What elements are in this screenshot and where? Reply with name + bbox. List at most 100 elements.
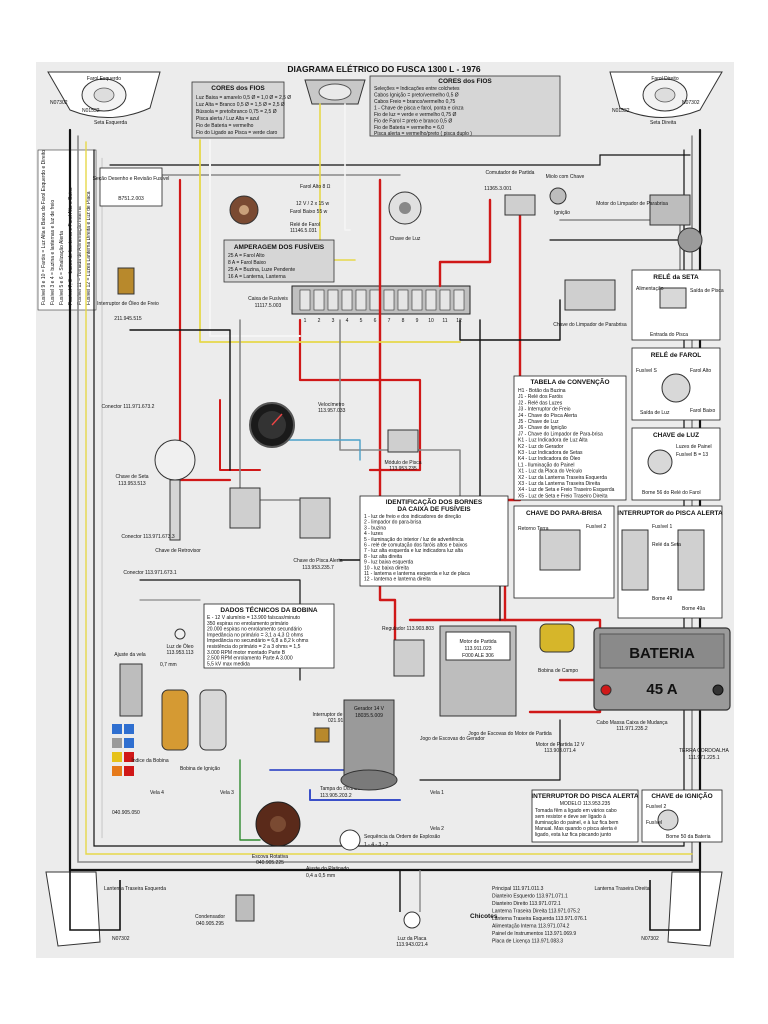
fuse-number: 8 [402, 318, 405, 324]
coil-data-title: DADOS TÉCNICOS DA BOBINA [220, 605, 318, 614]
spark-plug-gap: 0,7 mm [160, 662, 177, 668]
brake-fluid-switch: Interruptor de Óleo de Freio 211.945.515 [97, 267, 159, 322]
hazard-interrupt-item: Borne 49a [682, 606, 705, 612]
wire-colors-2-line: Cabos Ignição = preto/vermelho 0,5 Ø [374, 93, 459, 99]
fuse-number: 3 [332, 318, 335, 324]
harness-list: Chicotes Principal 111.971.011.3 Diantei… [470, 886, 587, 945]
ignition-switch-label: Comutador de Partida [486, 170, 535, 176]
flasher-module: Módulo de Pisca 113.953.235 [385, 429, 422, 472]
fuse-identification-item: 3 - buzina [364, 525, 386, 531]
convention-table: TABELA de CONVENÇÃO H1 - Botão da Buzina… [513, 375, 627, 501]
right-headlight-label: Farol Direito [651, 76, 678, 82]
distributor-cap-top [229, 195, 259, 225]
headlight-relay-item: Saída de Luz [640, 410, 670, 416]
connector-label: Conector 113.971.673.3 [121, 534, 175, 540]
fuse [313, 289, 325, 311]
fuse-number: 1 [304, 318, 307, 324]
rotor-code: 040.905.225 [256, 860, 284, 866]
fuse-amperage-line: 16 A = Lanterna, Lanterna [228, 274, 286, 280]
fuse-identification-item: 2 - limpador do para-brisa [364, 520, 421, 526]
windshield-switch-box: CHAVE DO PARA-BRISA Fusível 2 Retorno Te… [513, 505, 615, 599]
side-note: Fusível 5 e 6 = Sinalização Alerta [59, 231, 65, 305]
high-beam-label-group: Farol Alto 8 Ω 12 V / 2 x 15 w Farol Bai… [290, 184, 331, 234]
right-tail-light-label: Lanterna Traseira Direita [594, 886, 649, 892]
spark-plug-label: Vela 1 [430, 790, 444, 796]
fuse [341, 289, 353, 311]
left-tail-light: Lanterna Traseira Esquerda N07302 [45, 871, 166, 947]
convention-item: H1 - Botão da Buzina [518, 388, 566, 394]
wire-colors-2-line: Fio de Farol = preto e branco 0,5 Ø [374, 119, 452, 125]
harness-item: Placa de Licença 113.971.083.3 [492, 939, 563, 945]
starter-motor-code: 113.911.023 [464, 646, 491, 652]
starter-cable: Motor de Partida 12 V 113.903.071.4 [536, 742, 585, 754]
rear-harness [69, 870, 701, 931]
harness-item: Alimentação Interna 113.971.074.2 [492, 924, 570, 930]
convention-title: TABELA de CONVENÇÃO [530, 377, 609, 386]
condenser-code: 040.905.295 [196, 921, 224, 927]
hazard-interrupt-item: Relé da Seta [652, 542, 681, 548]
fuse-service-box: Seção Desenho e Revisão Fusível B751.2.0… [93, 167, 169, 207]
spark-plug-code: 040.905.050 [112, 810, 140, 816]
wire-colors-line: Pisca alerta / Luz Alta = azul [196, 116, 259, 122]
fuse-box-label: Caixa de Fusíveis [248, 296, 288, 302]
wire-colors-2-line: Fio de Bateria = vermelho = 6,0 [374, 125, 444, 131]
battery-cable-code: 111.971.235.2 [616, 726, 647, 732]
side-note: Fusível 3 e 4 = buzina e lanternas e luz… [50, 200, 56, 305]
harness-item: Painel de Instrumentos 113.971.069.9 [492, 931, 576, 937]
headlight-relay-title: RELÉ de FAROL [651, 350, 702, 359]
fuse [453, 289, 465, 311]
ignition-coils: Bobina de Ignição [161, 689, 227, 772]
battery-cable: Cabo Massa Caixa de Mudança 111.971.235.… [596, 720, 667, 732]
turn-signal-switch: Chave de Seta 113.953.513 Chave de Retro… [115, 439, 201, 554]
fuse-number: 4 [346, 318, 349, 324]
turn-signal-switch-code: 113.953.513 [118, 481, 146, 487]
fuse-number: 12 [456, 318, 462, 324]
starter-motor-label: Motor de Partida [460, 639, 497, 645]
convention-item: J1 - Relé dos Faróis [518, 394, 563, 400]
spark-plug-adjust: Ajuste da vela 0,7 mm [114, 652, 177, 717]
fuse [383, 289, 395, 311]
fuse-number: 6 [374, 318, 377, 324]
starter-cable-code: 113.903.071.4 [544, 748, 576, 754]
side-note: Fusível 9 e 10 = Faróis = Luz Alta e Bai… [41, 150, 47, 305]
coil-label: Bobina de Ignição [180, 766, 220, 772]
fuse-identification-item: 6 - relé de comutação dos faróis altos e… [364, 543, 468, 549]
points-adjust: Ajuste do Platinado 0,4 a 0,5 mm [306, 866, 349, 879]
wire-colors-2-line: Pisca alerta = vermelho/preto ( pisca du… [374, 131, 472, 137]
hazard-info-line: iluminação do painel, e à luz fica bem [535, 820, 618, 826]
wiper-motor: Motor do Limpador de Parabrisa [596, 194, 703, 253]
ignition-switch: Comutador de Partida 11365.3.001 [484, 170, 536, 216]
light-switch-label: Chave de Luz [390, 236, 421, 242]
distributor-cap-code: 113.905.203.2 [320, 793, 352, 799]
windshield-switch-title: CHAVE DO PARA-BRISA [526, 510, 602, 517]
ignition-switch-box: CHAVE de IGNIÇÃO Fusível 2 Fusível Borne… [641, 789, 723, 843]
coil-data-box: DADOS TÉCNICOS DA BOBINA E - 12 V alumín… [203, 603, 335, 669]
spark-plug-label: Vela 4 [150, 790, 164, 796]
right-tail-light: Lanterna Traseira Direita N07302 [594, 871, 723, 947]
convention-item: X5 - Luz de Seta e Freio Traseiro Direit… [518, 493, 608, 499]
wire-colors-2-line: 1 - Chave de pisca e farol, ponta e cinz… [374, 106, 464, 112]
fuse-amperage-line: 8 A = Farol Baixo [228, 260, 266, 266]
right-headlight-subcode: N01532 [612, 108, 630, 114]
fuse-identification-item: 12 - lanterna e lanterna direita [364, 577, 431, 583]
spark-plug-labels: Vela 3 Vela 4 Vela 1 Vela 2 040.905.050 [112, 790, 444, 832]
convention-item: X4 - Luz de Seta e Freio Traseiro Esquer… [518, 487, 615, 493]
hazard-info-line: Manual. Mas quando o pisca alerta é [535, 826, 617, 832]
fuse-service-code: B751.2.003 [118, 196, 144, 202]
ignition-switch-code: 11365.3.001 [484, 186, 512, 192]
convention-item: J3 - Interruptor de Freio [518, 407, 571, 413]
fuse-identification-item: 8 - luz alta direita [364, 554, 402, 560]
spark-plug-adjust-label: Ajuste da vela [114, 652, 146, 658]
license-plate-light-code: 113.943.021.4 [396, 942, 428, 948]
windshield-switch-item: Fusível 2 [586, 524, 607, 530]
fuse-identification-item: 11 - lanterna e lanterna esquerda e luz … [364, 571, 470, 577]
starter-motor-code2: F000 ALE 306 [462, 653, 494, 659]
oil-light: Luz de Óleo 113.953.113 [166, 628, 194, 656]
light-switch: Chave de Luz [388, 191, 422, 242]
oil-light-label: Luz de Óleo [167, 643, 194, 650]
starter-cable-label: Motor de Partida 12 V [536, 742, 585, 748]
fuse-amperage-line: 25 A = Farol Alto [228, 253, 265, 259]
hazard-interrupt-item: Fusível 1 [652, 524, 673, 530]
condenser-label: Condensador [195, 914, 225, 920]
light-switch-box-title: CHAVE de LUZ [653, 432, 699, 439]
